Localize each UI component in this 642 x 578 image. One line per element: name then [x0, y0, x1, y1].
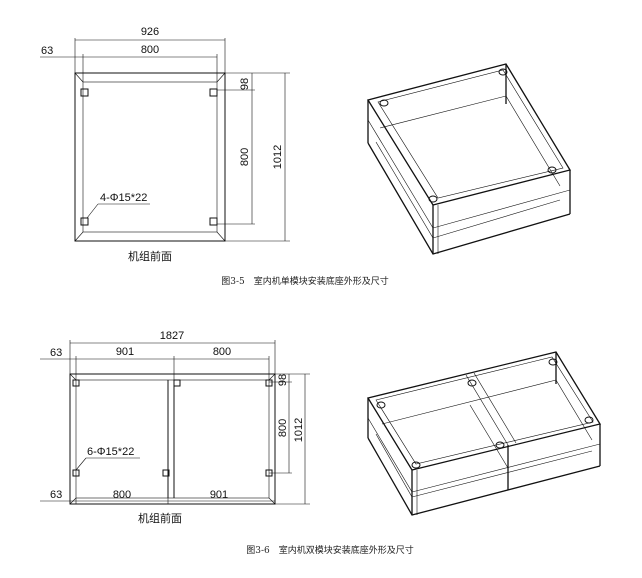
- dim-overall-width: 1827: [160, 330, 184, 342]
- figure-caption: 图3-6 室内机双模块安装底座外形及尺寸: [246, 544, 414, 556]
- dim-right-width: 800: [213, 346, 231, 358]
- hole-spec-label: 6-Φ15*22: [87, 446, 134, 458]
- single-module-isometric: [366, 63, 572, 255]
- dim-left-width: 901: [116, 346, 134, 358]
- dim-overall-height: 1012: [272, 145, 284, 169]
- front-side-label: 机组前面: [138, 511, 182, 525]
- mount-hole: [80, 217, 89, 226]
- mount-hole: [162, 469, 170, 477]
- dim-left-offset-bottom: 63: [50, 489, 62, 501]
- mount-hole: [173, 379, 181, 387]
- single-module-top-view: 926 800 63 98 800 1012 4-Φ15*22 机组前面: [40, 26, 290, 263]
- dim-bottom-right-width: 901: [210, 489, 228, 501]
- double-module-isometric: [366, 351, 602, 516]
- mount-hole: [209, 88, 218, 97]
- mount-hole: [80, 88, 89, 97]
- front-side-label: 机组前面: [128, 249, 172, 263]
- dim-overall-width: 926: [141, 26, 159, 38]
- mount-hole: [209, 217, 218, 226]
- dim-left-offset: 63: [41, 45, 53, 57]
- dim-left-offset-top: 63: [50, 347, 62, 359]
- hole-spec-label: 4-Φ15*22: [100, 192, 147, 204]
- dim-top-offset: 98: [277, 374, 289, 386]
- dim-inner-height: 800: [239, 148, 251, 166]
- dim-inner-width: 800: [141, 44, 159, 56]
- dim-top-offset: 98: [239, 78, 251, 90]
- double-module-top-view: 1827 901 800 63 98 800 1012 63 800 901 6…: [40, 330, 310, 525]
- dim-overall-height: 1012: [293, 418, 305, 442]
- dim-bottom-left-width: 800: [113, 489, 131, 501]
- dim-inner-height: 800: [277, 419, 289, 437]
- figure-caption: 图3-5 室内机单模块安装底座外形及尺寸: [221, 275, 389, 287]
